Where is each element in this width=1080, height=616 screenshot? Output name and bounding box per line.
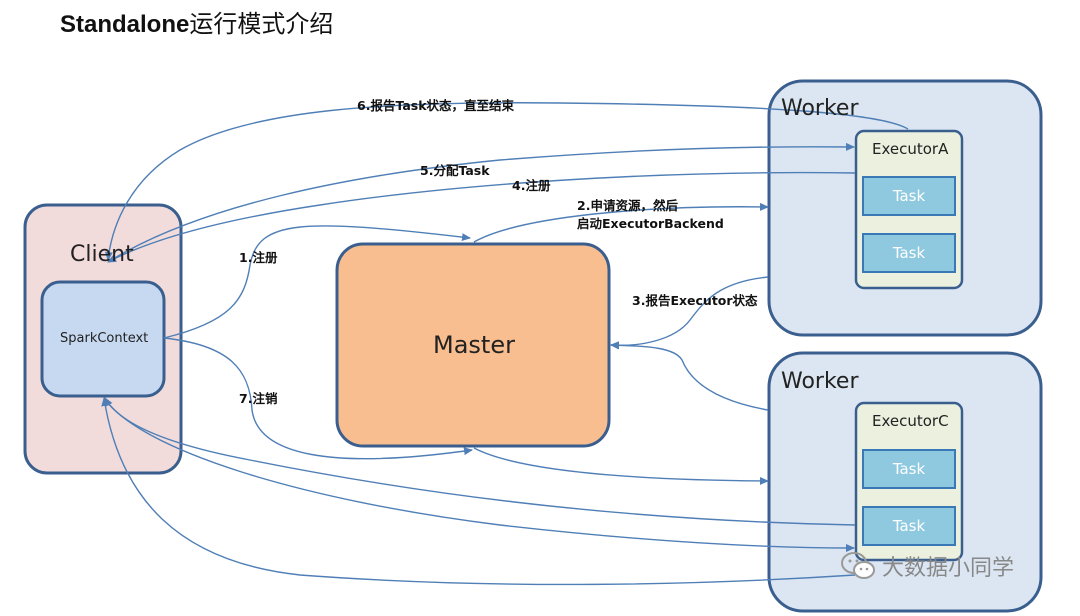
edge-7-unregister bbox=[163, 337, 473, 460]
edge-context-to-executor-c bbox=[103, 397, 855, 552]
edge-label-3: 3.报告Executor状态 bbox=[632, 293, 758, 308]
task-a1: Task bbox=[862, 176, 956, 216]
worker-top-label: Worker bbox=[781, 96, 859, 121]
master-label: Master bbox=[433, 331, 515, 359]
edge-worker-to-context-bottom bbox=[101, 397, 856, 586]
executor-c-label: ExecutorC bbox=[872, 412, 949, 430]
worker-bottom-label: Worker bbox=[781, 369, 859, 394]
edge-master-to-worker bbox=[473, 447, 769, 485]
watermark: 大数据小同学 bbox=[840, 550, 1014, 582]
edge-3b-report-executor bbox=[610, 341, 769, 411]
edge-6-report-task bbox=[104, 102, 909, 261]
edge-label-2b: 启动ExecutorBackend bbox=[577, 216, 724, 231]
master-box bbox=[335, 242, 611, 448]
page-title: Standalone运行模式介绍 bbox=[60, 10, 334, 38]
task-a2: Task bbox=[862, 233, 956, 273]
edge-label-1: 1.注册 bbox=[239, 250, 278, 265]
watermark-text: 大数据小同学 bbox=[882, 556, 1015, 581]
edge-label-2a: 2.申请资源，然后 bbox=[577, 198, 678, 213]
spark-context-box bbox=[40, 280, 166, 398]
edge-5-assign-task bbox=[107, 142, 855, 263]
edge-label-6: 6.报告Task状态，直至结束 bbox=[357, 98, 515, 113]
client-label: Client bbox=[70, 242, 134, 267]
edge-label-7: 7.注销 bbox=[239, 391, 278, 406]
edge-label-4: 4.注册 bbox=[512, 178, 551, 193]
edge-1-register bbox=[163, 225, 471, 339]
task-c1: Task bbox=[862, 449, 956, 489]
edge-4-register bbox=[107, 171, 856, 263]
wechat-icon bbox=[841, 552, 875, 579]
edge-label-5: 5.分配Task bbox=[420, 163, 490, 178]
edge-2-request-resource bbox=[473, 202, 769, 243]
executor-a-label: ExecutorA bbox=[872, 140, 949, 158]
task-c2: Task bbox=[862, 506, 956, 546]
edge-3-report-executor bbox=[610, 276, 769, 350]
spark-context-label: SparkContext bbox=[60, 331, 149, 346]
edge-executor-c-to-context-1 bbox=[104, 397, 856, 526]
